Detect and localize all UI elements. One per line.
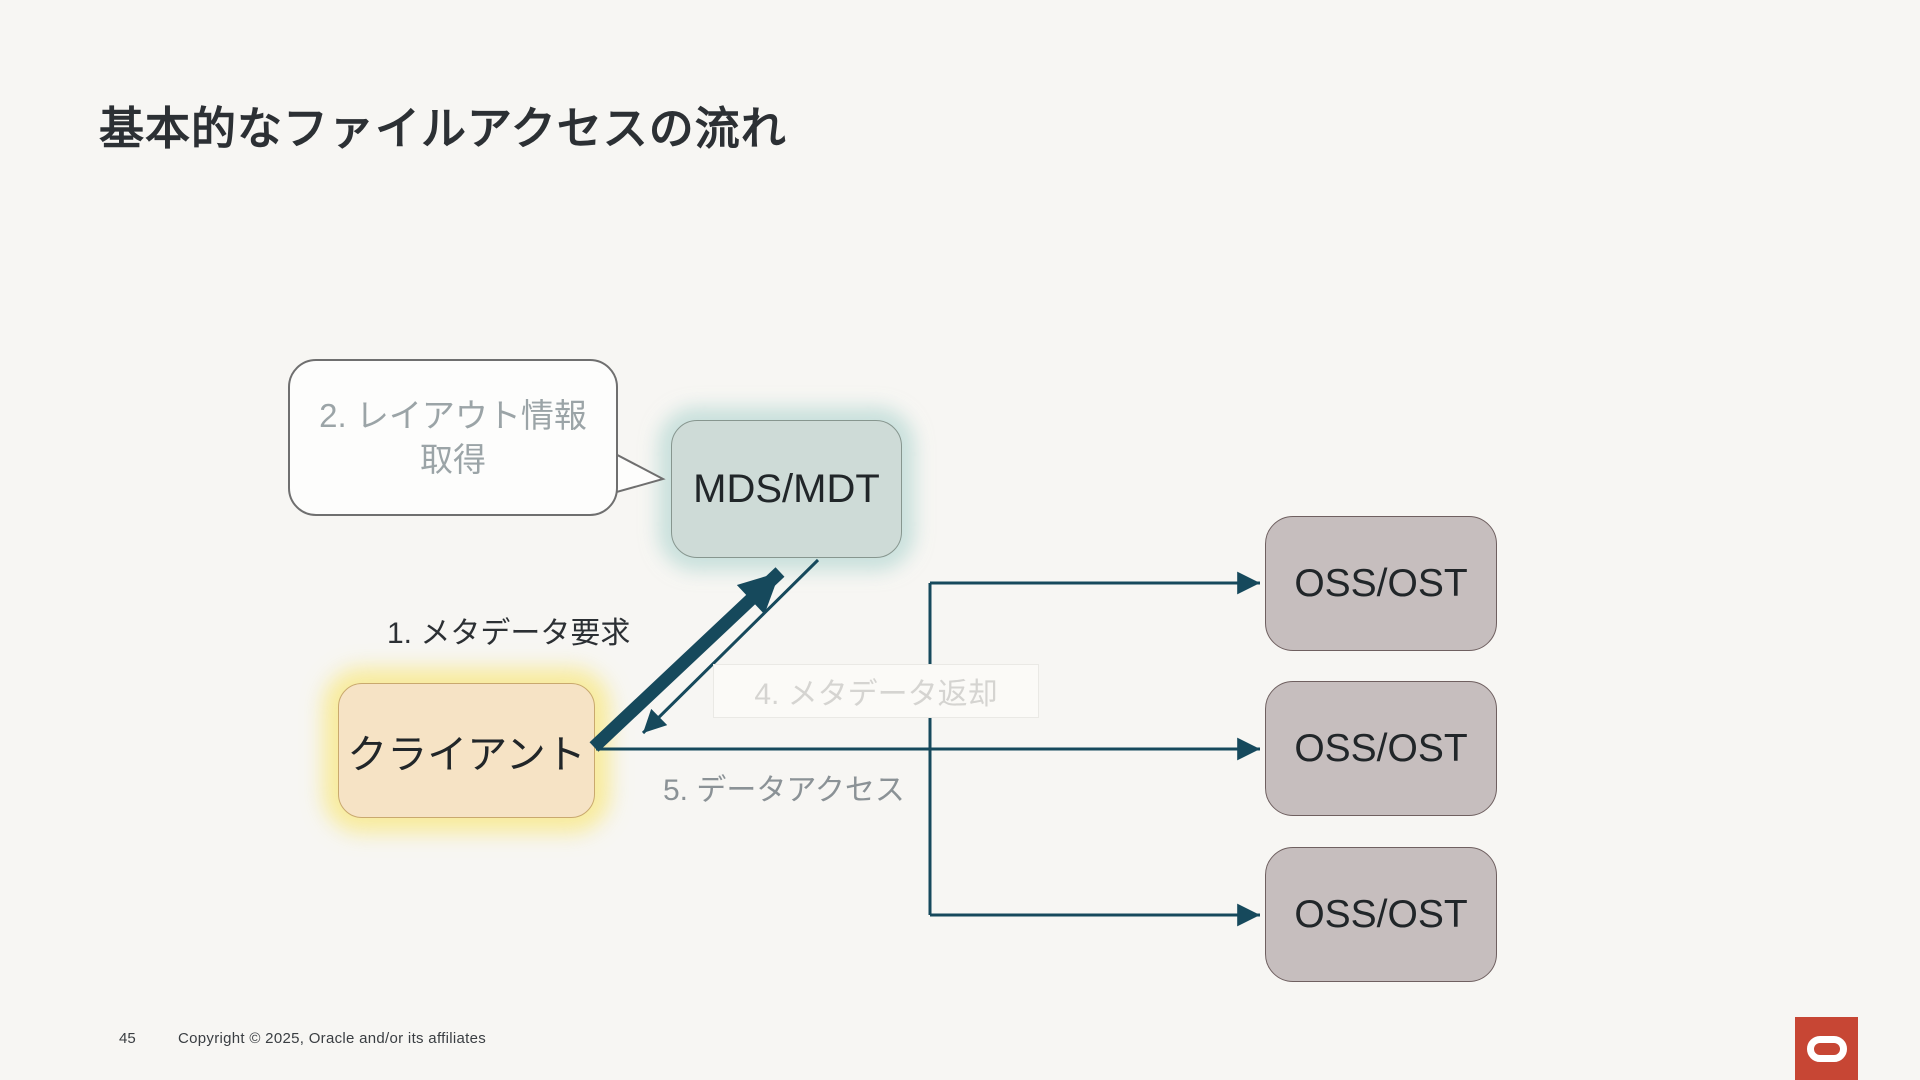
- copyright-text: Copyright © 2025, Oracle and/or its affi…: [178, 1030, 487, 1047]
- step4-label: 4. メタデータ返却: [713, 664, 1039, 718]
- oss-node-2-label: OSS/OST: [1294, 726, 1468, 770]
- mds-node-label: MDS/MDT: [693, 466, 880, 511]
- callout-text-line1: 2. レイアウト情報: [319, 396, 587, 434]
- oss-node-1: OSS/OST: [1265, 516, 1497, 651]
- step1-label: 1. メタデータ要求: [387, 617, 631, 650]
- callout-text-line2: 取得: [420, 440, 486, 478]
- oss-node-2: OSS/OST: [1265, 681, 1497, 816]
- page-number: 45: [119, 1030, 136, 1047]
- client-node-label: クライアント: [347, 732, 586, 777]
- oracle-logo-ring-icon: [1806, 1035, 1847, 1062]
- metadata-request-arrow: [589, 567, 785, 752]
- oss-node-3-label: OSS/OST: [1294, 892, 1468, 936]
- slide-title: 基本的なファイルアクセスの流れ: [99, 103, 787, 154]
- oracle-logo: [1795, 1017, 1858, 1080]
- callout-bubble: 2. レイアウト情報 取得: [288, 359, 618, 516]
- oss-node-1-label: OSS/OST: [1294, 561, 1468, 605]
- oss-node-3: OSS/OST: [1265, 847, 1497, 982]
- step5-label: 5. データアクセス: [663, 774, 905, 807]
- mds-node: MDS/MDT: [671, 420, 902, 558]
- client-node: クライアント: [338, 683, 595, 818]
